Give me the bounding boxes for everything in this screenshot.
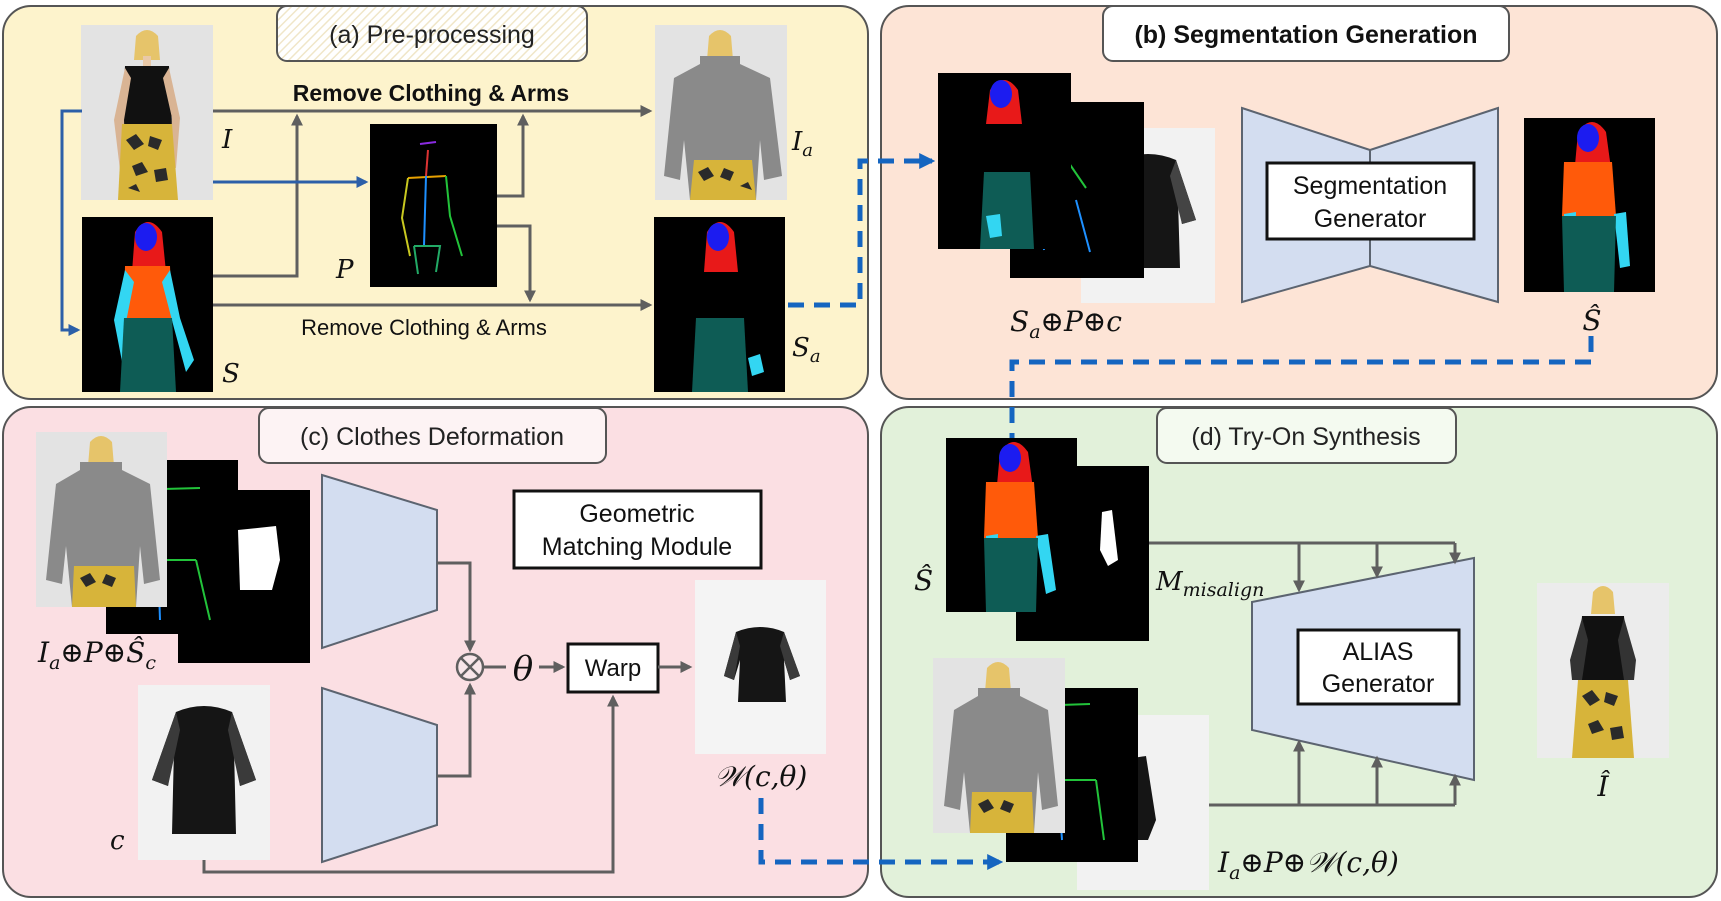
label-warp-output: 𝒲(c,θ) (715, 760, 808, 793)
dashed-arrow-c-to-d (758, 798, 1004, 871)
segmentation-generator: Segmentation Generator (1241, 106, 1499, 304)
panel-a-title-box (276, 5, 588, 62)
agnostic-person-c (36, 432, 167, 607)
input-stack-c (36, 432, 310, 663)
arrow-pose-up-to-top (497, 113, 529, 198)
segmentation-generator-line2: Generator (1314, 205, 1427, 233)
output-person-i-hat (1537, 583, 1669, 758)
pose-map-p (370, 124, 497, 287)
gmm-label-box: Geometric Matching Module (512, 489, 763, 570)
input-stack-b (938, 73, 1215, 303)
input-stack-d (933, 658, 1209, 890)
segmentation-s-hat-d (946, 438, 1077, 612)
panel-c-title-box (258, 407, 607, 464)
person-photo-i (81, 25, 213, 200)
label-s: S (222, 359, 240, 389)
panel-c-title: (c) Clothes Deformation (300, 423, 564, 451)
panel-d-title-box (1156, 407, 1457, 464)
agnostic-person-ia (655, 25, 787, 200)
panel-b-title-box (1102, 5, 1510, 62)
agnostic-segmentation-sa (654, 217, 785, 392)
segmentation-generator-line1: Segmentation (1293, 172, 1447, 200)
clothing-image-c (138, 685, 270, 860)
label-i: I (221, 125, 233, 155)
arrow-pose-down-to-bottom (497, 224, 536, 303)
label-ia: Ia (791, 127, 813, 161)
label-s-hat-b: Ŝ (1582, 303, 1601, 337)
arrow-enc-bottom-to-otimes (437, 682, 476, 778)
label-theta: θ (513, 649, 533, 689)
concat-label-c: Ia⊕P⊕Ŝc (37, 635, 156, 674)
dashed-arrow-a-to-b (788, 152, 936, 308)
label-p: P (335, 255, 354, 285)
arrow-enc-top-to-otimes (437, 561, 476, 653)
panel-a-title: (a) Pre-processing (329, 21, 535, 49)
warp-box: Warp (566, 642, 660, 694)
label-s-hat-d: Ŝ (914, 563, 933, 597)
alias-label-line1: ALIAS (1343, 638, 1414, 666)
panel-d-title: (d) Try-On Synthesis (1191, 423, 1420, 451)
concat-label-b: Sa⊕P⊕c (1010, 305, 1122, 343)
gmm-label-line2: Matching Module (542, 533, 732, 561)
segmentation-map-s (82, 217, 213, 392)
gmm-label-line1: Geometric (579, 500, 694, 528)
alias-label-line2: Generator (1322, 670, 1435, 698)
arrow-s-up-to-top (213, 113, 303, 278)
remove-clothing-bottom-label: Remove Clothing & Arms (301, 315, 547, 340)
label-m-misalign: Mmisalign (1155, 567, 1264, 601)
dashed-arrow-b-to-d (1009, 336, 1594, 440)
arrow-i-to-s (60, 109, 82, 336)
concat-label-d: Ia⊕P⊕𝒲(c,θ) (1217, 846, 1399, 884)
warp-label: Warp (585, 655, 641, 682)
label-sa: Sa (792, 333, 821, 367)
segmentation-output-s-hat (1524, 118, 1655, 292)
alias-label-box: ALIAS Generator (1296, 628, 1461, 706)
remove-clothing-top-label: Remove Clothing & Arms (293, 80, 569, 106)
label-c: c (110, 826, 125, 856)
warped-clothing-output (695, 580, 826, 754)
otimes-cross (460, 657, 480, 677)
gmm-encoder-bottom (321, 686, 438, 864)
panel-b-title: (b) Segmentation Generation (1134, 21, 1477, 49)
label-i-hat: Î (1596, 770, 1610, 803)
arrow-clothing-to-warp (202, 694, 619, 874)
gmm-encoder-top (321, 473, 438, 650)
agnostic-person-d (933, 658, 1065, 833)
